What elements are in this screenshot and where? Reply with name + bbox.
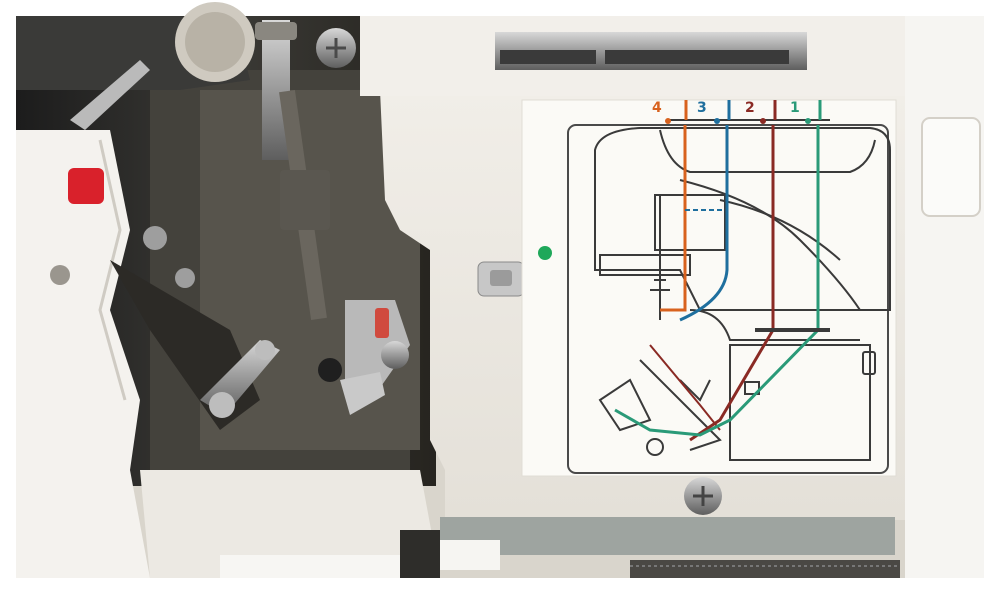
thread-label-1: 1 — [790, 100, 800, 116]
screw-icon — [684, 477, 722, 515]
threading-diagram — [521, 99, 897, 477]
top-rail — [495, 32, 807, 70]
screw-icon — [316, 28, 356, 68]
thread-label-2: 2 — [745, 100, 755, 116]
looper-bracket — [200, 340, 280, 418]
green-dot-indicator — [538, 246, 552, 260]
latch-icon — [477, 261, 525, 297]
thread-label-4: 4 — [652, 100, 662, 116]
thread-label-3: 3 — [697, 100, 707, 116]
needle-clamp — [318, 300, 410, 415]
